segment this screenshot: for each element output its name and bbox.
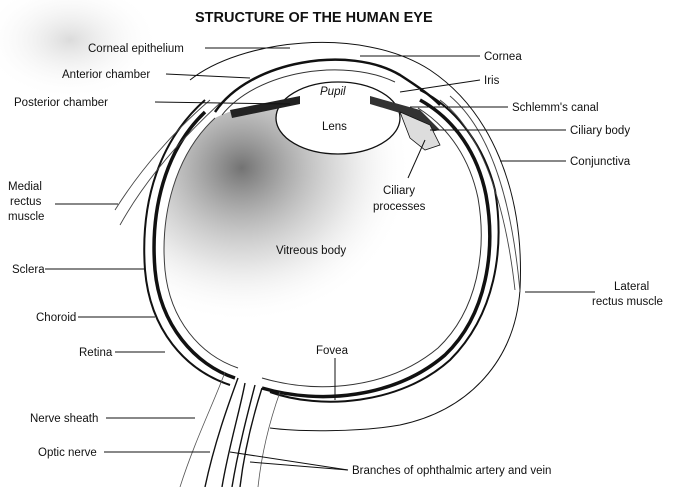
label-sclera: Sclera bbox=[12, 264, 45, 276]
label-corneal-epithelium: Corneal epithelium bbox=[88, 43, 184, 55]
label-branches: Branches of ophthalmic artery and vein bbox=[352, 465, 551, 477]
label-lateral-rectus-1: Lateral bbox=[614, 281, 649, 293]
diagram-title: STRUCTURE OF THE HUMAN EYE bbox=[195, 10, 433, 26]
label-vitreous-body: Vitreous body bbox=[276, 245, 346, 257]
label-cornea: Cornea bbox=[484, 51, 522, 63]
label-schlemms-canal: Schlemm's canal bbox=[512, 102, 599, 114]
optic-nerve-shape bbox=[205, 378, 262, 487]
label-anterior-chamber: Anterior chamber bbox=[62, 69, 150, 81]
label-ciliary-processes-1: Ciliary bbox=[383, 185, 415, 197]
label-posterior-chamber: Posterior chamber bbox=[14, 97, 108, 109]
label-fovea: Fovea bbox=[316, 345, 349, 357]
label-lateral-rectus-2: rectus muscle bbox=[592, 296, 663, 308]
label-iris: Iris bbox=[484, 75, 500, 87]
label-medial-rectus-2: rectus bbox=[10, 196, 42, 208]
label-retina: Retina bbox=[79, 347, 113, 359]
label-medial-rectus-3: muscle bbox=[8, 211, 44, 223]
label-ciliary-body: Ciliary body bbox=[570, 125, 630, 137]
label-optic-nerve: Optic nerve bbox=[38, 447, 97, 459]
label-ciliary-processes-2: processes bbox=[373, 201, 426, 213]
label-choroid: Choroid bbox=[36, 312, 76, 324]
label-conjunctiva: Conjunctiva bbox=[570, 156, 631, 168]
label-medial-rectus-1: Medial bbox=[8, 181, 42, 193]
label-lens: Lens bbox=[322, 121, 347, 133]
label-nerve-sheath: Nerve sheath bbox=[30, 413, 98, 425]
label-pupil: Pupil bbox=[320, 86, 346, 98]
